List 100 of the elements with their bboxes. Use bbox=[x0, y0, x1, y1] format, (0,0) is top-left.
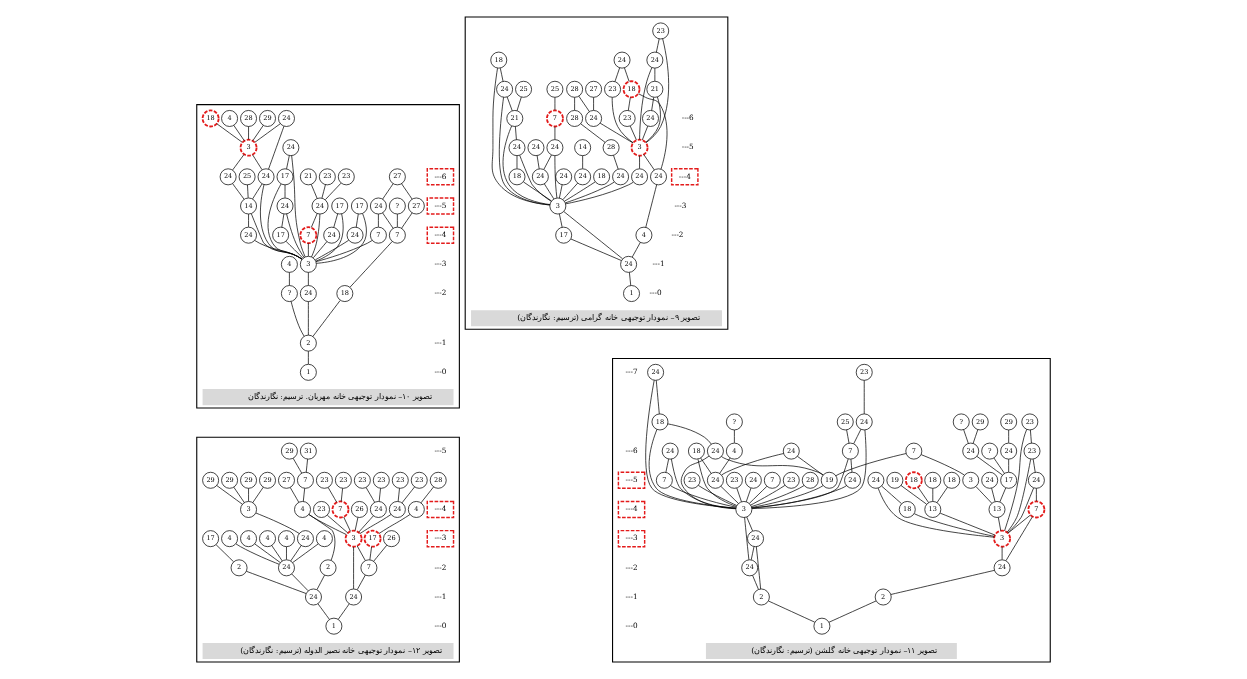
connector bbox=[420, 486, 434, 504]
connector bbox=[378, 514, 411, 534]
connector bbox=[828, 600, 877, 623]
connector bbox=[752, 575, 759, 590]
connector bbox=[639, 67, 653, 140]
connector bbox=[554, 155, 558, 199]
connector bbox=[593, 97, 594, 111]
connector bbox=[736, 487, 742, 503]
connector bbox=[578, 95, 590, 112]
connector bbox=[216, 123, 243, 143]
connector bbox=[991, 487, 996, 502]
connector bbox=[499, 67, 504, 82]
connector bbox=[333, 213, 339, 228]
label: ---3 bbox=[434, 259, 447, 269]
label: ---7 bbox=[625, 367, 638, 377]
label: ---4 bbox=[434, 230, 447, 240]
connector bbox=[284, 184, 286, 199]
connector bbox=[999, 487, 1007, 503]
connector bbox=[286, 155, 290, 170]
connector bbox=[310, 184, 318, 199]
connector bbox=[645, 184, 657, 228]
connector bbox=[648, 429, 737, 509]
label: ---3 bbox=[674, 200, 687, 210]
connector bbox=[267, 183, 303, 260]
label: ---0 bbox=[434, 367, 447, 377]
connector bbox=[697, 458, 737, 507]
connector bbox=[656, 38, 660, 53]
connector bbox=[255, 512, 300, 534]
connector bbox=[317, 603, 330, 620]
connector bbox=[354, 517, 359, 531]
connector bbox=[397, 213, 398, 228]
connector bbox=[1032, 458, 1036, 473]
connector bbox=[655, 380, 660, 415]
connector bbox=[305, 458, 308, 473]
connector bbox=[292, 543, 319, 563]
connector bbox=[355, 213, 359, 228]
connector bbox=[654, 67, 656, 82]
connector bbox=[670, 485, 737, 508]
label: ---3 bbox=[434, 533, 447, 543]
label: ---2 bbox=[671, 230, 684, 240]
connector bbox=[890, 569, 995, 595]
connector bbox=[914, 513, 995, 537]
connector bbox=[963, 429, 969, 444]
connector bbox=[254, 240, 303, 260]
connector bbox=[291, 573, 309, 592]
connector bbox=[614, 67, 620, 82]
connector bbox=[369, 546, 372, 561]
label: ---1 bbox=[652, 259, 665, 269]
connector bbox=[721, 453, 784, 476]
connector bbox=[559, 184, 563, 199]
connector bbox=[544, 183, 555, 200]
connector bbox=[543, 154, 552, 170]
connector bbox=[308, 514, 336, 561]
connector bbox=[312, 300, 341, 337]
connector bbox=[356, 545, 366, 561]
label: ---5 bbox=[625, 475, 638, 485]
connector bbox=[286, 213, 305, 258]
connector bbox=[308, 301, 309, 336]
connector bbox=[536, 155, 540, 170]
connector bbox=[233, 124, 245, 142]
label: ---2 bbox=[434, 288, 447, 298]
label: ---4 bbox=[434, 504, 447, 514]
connector bbox=[349, 241, 393, 288]
label: ---1 bbox=[625, 591, 638, 601]
connector bbox=[755, 546, 762, 590]
connector bbox=[768, 600, 816, 623]
connector bbox=[582, 155, 583, 169]
connector bbox=[627, 97, 631, 111]
connector bbox=[565, 181, 634, 205]
connector bbox=[289, 487, 300, 503]
connector bbox=[631, 242, 641, 258]
connector bbox=[564, 181, 596, 202]
connector bbox=[639, 155, 640, 169]
connector bbox=[358, 515, 374, 533]
connector bbox=[232, 183, 245, 200]
connector bbox=[356, 574, 366, 590]
connector bbox=[378, 488, 381, 502]
connector bbox=[863, 380, 865, 415]
connector bbox=[523, 181, 552, 202]
connector bbox=[252, 486, 264, 503]
label: ---3 bbox=[625, 533, 638, 543]
connector bbox=[750, 546, 755, 561]
label: ---2 bbox=[625, 562, 638, 572]
connector bbox=[700, 457, 712, 474]
connector bbox=[506, 96, 513, 112]
connector bbox=[233, 486, 245, 503]
connector bbox=[976, 455, 1003, 476]
connector bbox=[401, 212, 413, 229]
label: ---5 bbox=[434, 445, 447, 455]
connector bbox=[215, 544, 234, 563]
label: ---6 bbox=[625, 445, 638, 455]
connector bbox=[651, 97, 655, 111]
connector bbox=[310, 213, 318, 228]
label: ---0 bbox=[649, 288, 662, 298]
connector bbox=[667, 423, 712, 445]
connector bbox=[248, 213, 249, 228]
connector bbox=[1008, 458, 1010, 473]
connector bbox=[1006, 458, 1032, 533]
connector bbox=[254, 543, 281, 563]
connector bbox=[401, 486, 415, 504]
